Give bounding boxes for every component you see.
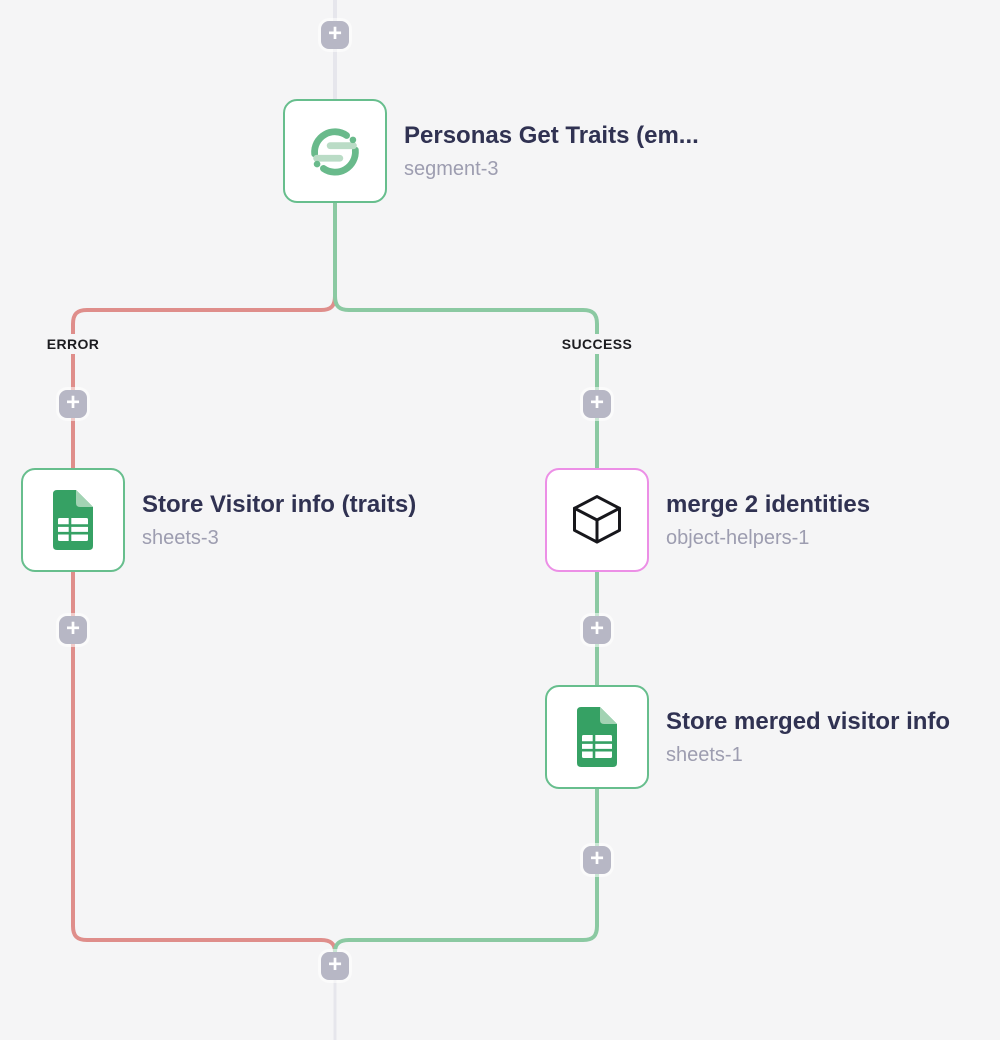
node-subtitle: sheets-1 xyxy=(666,743,743,766)
add-step-button-top[interactable]: + xyxy=(321,21,349,49)
plus-icon: + xyxy=(65,389,80,416)
google-sheets-icon xyxy=(577,707,617,767)
node-subtitle: object-helpers-1 xyxy=(666,526,810,549)
node-meta: Store merged visitor info sheets-1 xyxy=(666,685,950,789)
segment-icon xyxy=(311,128,359,176)
node-icon-box xyxy=(21,468,125,572)
node-title: Personas Get Traits (em... xyxy=(404,121,699,149)
success-branch-label: SUCCESS xyxy=(555,334,639,354)
cube-icon xyxy=(573,495,621,544)
add-step-button-success-1[interactable]: + xyxy=(583,390,611,418)
plus-icon: + xyxy=(327,20,342,47)
node-meta: Personas Get Traits (em... segment-3 xyxy=(404,99,699,203)
plus-icon: + xyxy=(589,389,604,416)
node-title: merge 2 identities xyxy=(666,490,871,518)
node-sheets-3[interactable]: Store Visitor info (traits) sheets-3 xyxy=(21,468,416,572)
add-step-button-error-1[interactable]: + xyxy=(59,390,87,418)
plus-icon: + xyxy=(327,951,342,978)
error-branch-label: ERROR xyxy=(40,334,106,354)
node-meta: merge 2 identities object-helpers-1 xyxy=(666,468,870,572)
node-object-helpers-1[interactable]: merge 2 identities object-helpers-1 xyxy=(545,468,870,572)
node-icon-box xyxy=(545,468,649,572)
plus-icon: + xyxy=(589,845,604,872)
plus-icon: + xyxy=(65,615,80,642)
node-icon-box xyxy=(545,685,649,789)
add-step-button-success-3[interactable]: + xyxy=(583,846,611,874)
node-segment-3[interactable]: Personas Get Traits (em... segment-3 xyxy=(283,99,699,203)
error-branch-connector xyxy=(71,295,337,953)
node-subtitle: segment-3 xyxy=(404,157,499,180)
node-title: Store Visitor info (traits) xyxy=(142,490,417,518)
add-step-button-error-2[interactable]: + xyxy=(59,616,87,644)
node-sheets-1[interactable]: Store merged visitor info sheets-1 xyxy=(545,685,950,789)
node-title: Store merged visitor info xyxy=(666,707,951,735)
success-branch-connector xyxy=(333,295,599,953)
node-subtitle: sheets-3 xyxy=(142,526,219,549)
add-step-button-bottom[interactable]: + xyxy=(321,952,349,980)
node-meta: Store Visitor info (traits) sheets-3 xyxy=(142,468,416,572)
add-step-button-success-2[interactable]: + xyxy=(583,616,611,644)
plus-icon: + xyxy=(589,615,604,642)
node-icon-box xyxy=(283,99,387,203)
google-sheets-icon xyxy=(53,490,93,550)
